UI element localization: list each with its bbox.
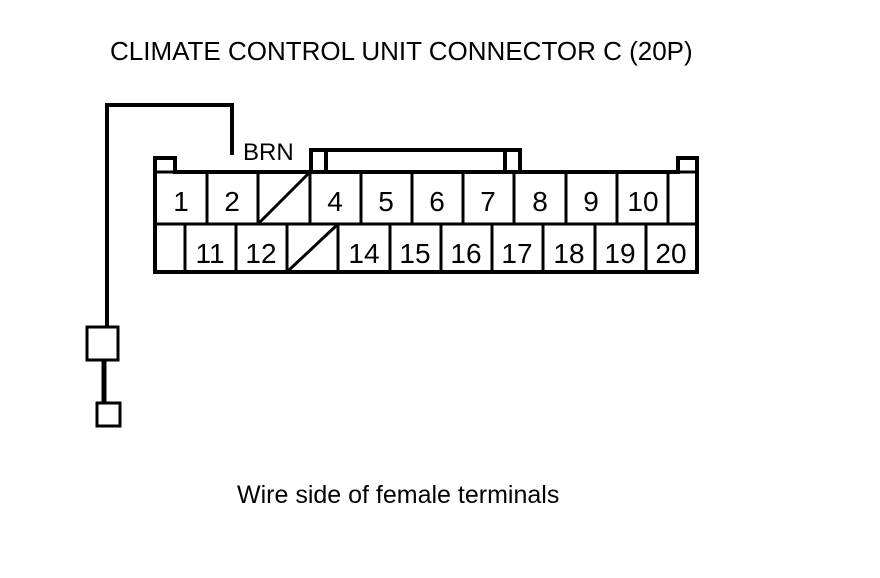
diagram-caption: Wire side of female terminals — [237, 481, 559, 509]
pin-label-12: 12 — [245, 238, 276, 269]
wire-leader-line — [105, 103, 234, 327]
pin-label-20: 20 — [655, 238, 686, 269]
pin-label-17: 17 — [501, 238, 532, 269]
row1-blocked-cell-slash — [257, 171, 311, 225]
wire-color-label: BRN — [243, 139, 294, 166]
pin-label-2: 2 — [224, 186, 240, 217]
pin-label-8: 8 — [532, 186, 548, 217]
pin-label-11: 11 — [195, 238, 224, 269]
pin-label-4: 4 — [327, 186, 343, 217]
pin-label-10: 10 — [627, 186, 658, 217]
row2-cell-dividers — [183, 224, 648, 272]
connector-latch-posts — [324, 152, 507, 170]
pin-label-9: 9 — [583, 186, 599, 217]
terminal-symbol-large — [85, 325, 120, 362]
row2-blocked-cell-slash — [286, 223, 339, 273]
pin-label-15: 15 — [399, 238, 430, 269]
page-title: CLIMATE CONTROL UNIT CONNECTOR C (20P) — [110, 36, 693, 66]
pin-label-16: 16 — [450, 238, 481, 269]
row1-cell-dividers — [205, 172, 670, 224]
connector-latch-tab — [309, 148, 522, 170]
pin-label-19: 19 — [604, 238, 635, 269]
pin-label-6: 6 — [429, 186, 445, 217]
row1-pin-labels: 1 2 4 5 6 7 8 9 10 — [173, 186, 658, 217]
pin-label-18: 18 — [553, 238, 584, 269]
pin-label-14: 14 — [348, 238, 379, 269]
pin-label-5: 5 — [378, 186, 394, 217]
pin-label-1: 1 — [173, 186, 189, 217]
row2-pin-labels: 11 12 14 15 16 17 18 19 20 — [195, 238, 686, 269]
pin-label-7: 7 — [480, 186, 496, 217]
terminal-symbol-small — [95, 401, 122, 428]
